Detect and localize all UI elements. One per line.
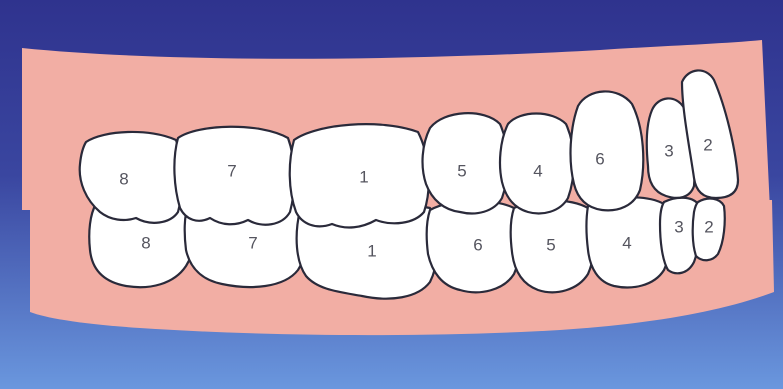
lower-label-3: 3 <box>674 217 683 236</box>
lower-label-6: 6 <box>473 235 482 254</box>
lower-label-1: 1 <box>367 241 376 260</box>
lower-label-7: 7 <box>248 233 257 252</box>
upper-tooth-6 <box>571 91 644 210</box>
upper-label-8: 8 <box>119 169 128 188</box>
lower-label-8: 8 <box>141 233 150 252</box>
upper-label-2: 2 <box>703 135 712 154</box>
upper-label-3: 3 <box>664 141 673 160</box>
lower-label-5: 5 <box>546 235 555 254</box>
upper-label-4: 4 <box>533 161 542 180</box>
upper-label-7: 7 <box>227 161 236 180</box>
upper-label-1: 1 <box>359 167 368 186</box>
upper-label-6: 6 <box>595 149 604 168</box>
lower-label-4: 4 <box>622 233 631 252</box>
lower-label-2: 2 <box>704 217 713 236</box>
upper-label-5: 5 <box>457 161 466 180</box>
